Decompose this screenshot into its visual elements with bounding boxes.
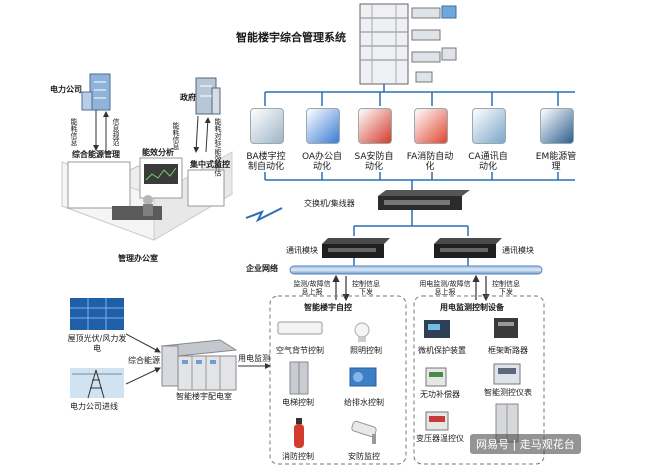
ba-item-elevator: 电梯控制 bbox=[282, 398, 314, 407]
grid-label: 电力公司进线 bbox=[70, 402, 118, 411]
switch-label: 交换机/集线器 bbox=[304, 199, 355, 208]
ba-item-fire: 消防控制 bbox=[282, 452, 314, 461]
subsystem-label-1: OA办公自动化 bbox=[301, 152, 343, 172]
board-analysis-label: 能效分析 bbox=[142, 148, 174, 157]
network-label: 企业网络 bbox=[246, 264, 278, 273]
left-up-label: 监测/故障信息上报 bbox=[293, 280, 331, 296]
energy-meter-icon bbox=[540, 108, 574, 144]
left-vlabel-4: 能耗对标/能效评估 bbox=[214, 118, 222, 177]
left-vlabel-2: 信息规范 bbox=[112, 118, 120, 146]
frame-breaker-icon bbox=[494, 318, 518, 338]
pm-item-relay: 微机保护装置 bbox=[418, 346, 466, 355]
ba-item-security: 安防监控 bbox=[348, 452, 380, 461]
security-camera-icon bbox=[351, 420, 377, 444]
servers-icon bbox=[411, 5, 457, 83]
power-company-building-icon bbox=[81, 73, 111, 111]
combined-supply-label: 综合能源 bbox=[128, 356, 160, 365]
right-up-label: 用电监测/故障信息上报 bbox=[419, 280, 471, 296]
fire-icon bbox=[414, 108, 448, 144]
office-automation-icon bbox=[306, 108, 340, 144]
subsystem-label-5: EM能源管理 bbox=[535, 152, 577, 172]
solar-panel-icon bbox=[70, 298, 124, 330]
smart-meter-icon bbox=[493, 363, 521, 385]
board-energy-label: 综合能源管理 bbox=[72, 150, 120, 159]
government-label: 政府 bbox=[180, 93, 196, 102]
board-monitor-label: 集中式监控 bbox=[190, 160, 230, 169]
right-down-label: 控制信息下发 bbox=[492, 280, 520, 296]
power-monitor-title: 用电监测控制设备 bbox=[440, 303, 504, 312]
watermark: 网易号 | 走马观花台 bbox=[470, 434, 581, 454]
subsystem-label-4: CA通讯自动化 bbox=[468, 152, 508, 172]
power-monitoring-label: 用电监测 bbox=[238, 354, 270, 363]
wireless-link-icon bbox=[245, 207, 283, 223]
lighting-icon bbox=[354, 322, 370, 342]
ba-item-water: 给排水控制 bbox=[344, 398, 384, 407]
water-pump-icon bbox=[349, 367, 377, 387]
network-pipe bbox=[289, 265, 543, 275]
pm-item-compensator: 无功补偿器 bbox=[420, 390, 460, 399]
fire-extinguisher-icon bbox=[294, 418, 304, 448]
subsystem-label-3: FA消防自动化 bbox=[406, 152, 454, 172]
server-rack-icon bbox=[359, 3, 409, 85]
subsystem-label-0: BA楼宇控制自动化 bbox=[246, 152, 286, 172]
distribution-room-label: 智能楼宇配电室 bbox=[176, 392, 232, 401]
pm-item-breaker: 框架断路器 bbox=[488, 346, 528, 355]
power-tower-icon bbox=[70, 368, 124, 399]
building-auto-title: 智能楼宇自控 bbox=[304, 303, 352, 312]
comm-module-right-icon bbox=[434, 238, 502, 258]
communication-icon bbox=[472, 108, 506, 144]
office-room-illustration bbox=[60, 151, 234, 241]
building-control-icon bbox=[250, 108, 284, 144]
power-company-label: 电力公司 bbox=[50, 85, 82, 94]
air-conditioner-icon bbox=[277, 321, 323, 335]
solar-label: 屋顶光伏/风力发电 bbox=[67, 334, 127, 353]
pm-item-meter: 智能测控仪表 bbox=[484, 388, 532, 397]
relay-protection-icon bbox=[424, 320, 450, 338]
government-building-icon bbox=[195, 77, 221, 115]
elevator-icon bbox=[289, 361, 309, 395]
distribution-cabinets-icon bbox=[160, 339, 238, 391]
comm-module-left-label: 通讯模块 bbox=[286, 246, 318, 255]
ba-item-ac: 空气背节控制 bbox=[276, 346, 324, 355]
left-vlabel-3: 能耗信息 bbox=[172, 122, 180, 150]
left-vlabel-1: 能耗信息 bbox=[70, 118, 78, 146]
switch-hub-icon bbox=[378, 190, 470, 210]
subsystem-label-2: SA安防自动化 bbox=[354, 152, 394, 172]
reactive-compensator-icon bbox=[425, 367, 447, 387]
ba-item-lighting: 照明控制 bbox=[350, 346, 382, 355]
comm-module-right-label: 通讯模块 bbox=[502, 246, 534, 255]
page-title: 智能楼宇综合管理系统 bbox=[236, 31, 346, 44]
office-room-label: 管理办公室 bbox=[118, 254, 158, 263]
security-icon bbox=[358, 108, 392, 144]
comm-module-left-icon bbox=[322, 238, 390, 258]
pm-item-transformer: 变压器温控仪 bbox=[416, 434, 464, 443]
control-cabinet-icon bbox=[495, 403, 519, 443]
transformer-temp-icon bbox=[425, 411, 449, 431]
left-down-label: 控制信息下发 bbox=[352, 280, 380, 296]
